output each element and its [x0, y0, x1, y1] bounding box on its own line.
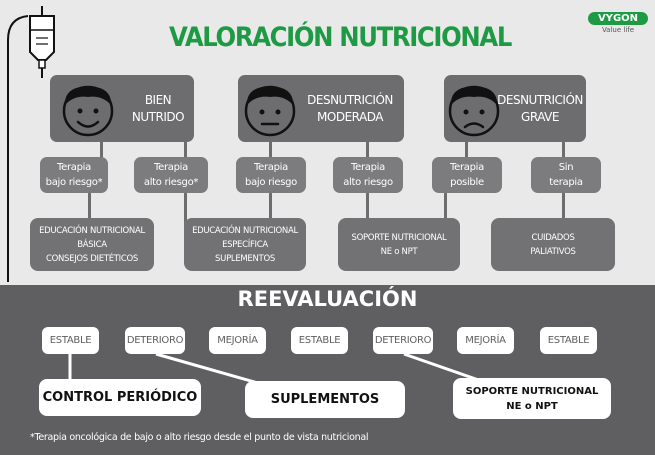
page-title: VALORACIÓN NUTRICIONAL — [169, 22, 512, 53]
connector — [88, 192, 91, 220]
status-estable: ESTABLE — [291, 327, 348, 354]
footnote: *Terapia oncológica de bajo o alto riesg… — [30, 432, 369, 443]
neutral-face-icon — [244, 85, 296, 137]
status-estable: ESTABLE — [540, 327, 597, 354]
connector — [562, 192, 565, 220]
connector — [366, 141, 369, 159]
result-suplementos: SUPLEMENTOS — [245, 381, 405, 418]
status-deterioro: DETERIORO — [373, 327, 433, 354]
reevaluation-title: REEVALUACIÓN — [237, 287, 418, 311]
connector — [184, 141, 187, 159]
connector — [366, 192, 369, 220]
result-control-periodico: CONTROL PERIÓDICO — [39, 379, 201, 416]
happy-face-icon — [62, 85, 114, 137]
connector — [465, 141, 468, 159]
brand-tagline: Value life — [601, 26, 635, 34]
sad-face-icon — [448, 85, 500, 137]
connector — [269, 192, 272, 220]
status-mejoria: MEJORÍA — [209, 327, 266, 354]
brand-name: VYGON — [588, 12, 648, 25]
connector — [100, 141, 103, 159]
connector — [184, 192, 187, 230]
status-mejoria: MEJORÍA — [457, 327, 514, 354]
connector — [562, 141, 565, 159]
status-deterioro: DETERIORO — [125, 327, 185, 354]
reevaluation-band — [0, 285, 655, 455]
connector — [269, 141, 272, 159]
status-estable: ESTABLE — [42, 327, 99, 354]
brand-logo: VYGON Value life — [588, 12, 648, 34]
connector — [444, 192, 447, 220]
